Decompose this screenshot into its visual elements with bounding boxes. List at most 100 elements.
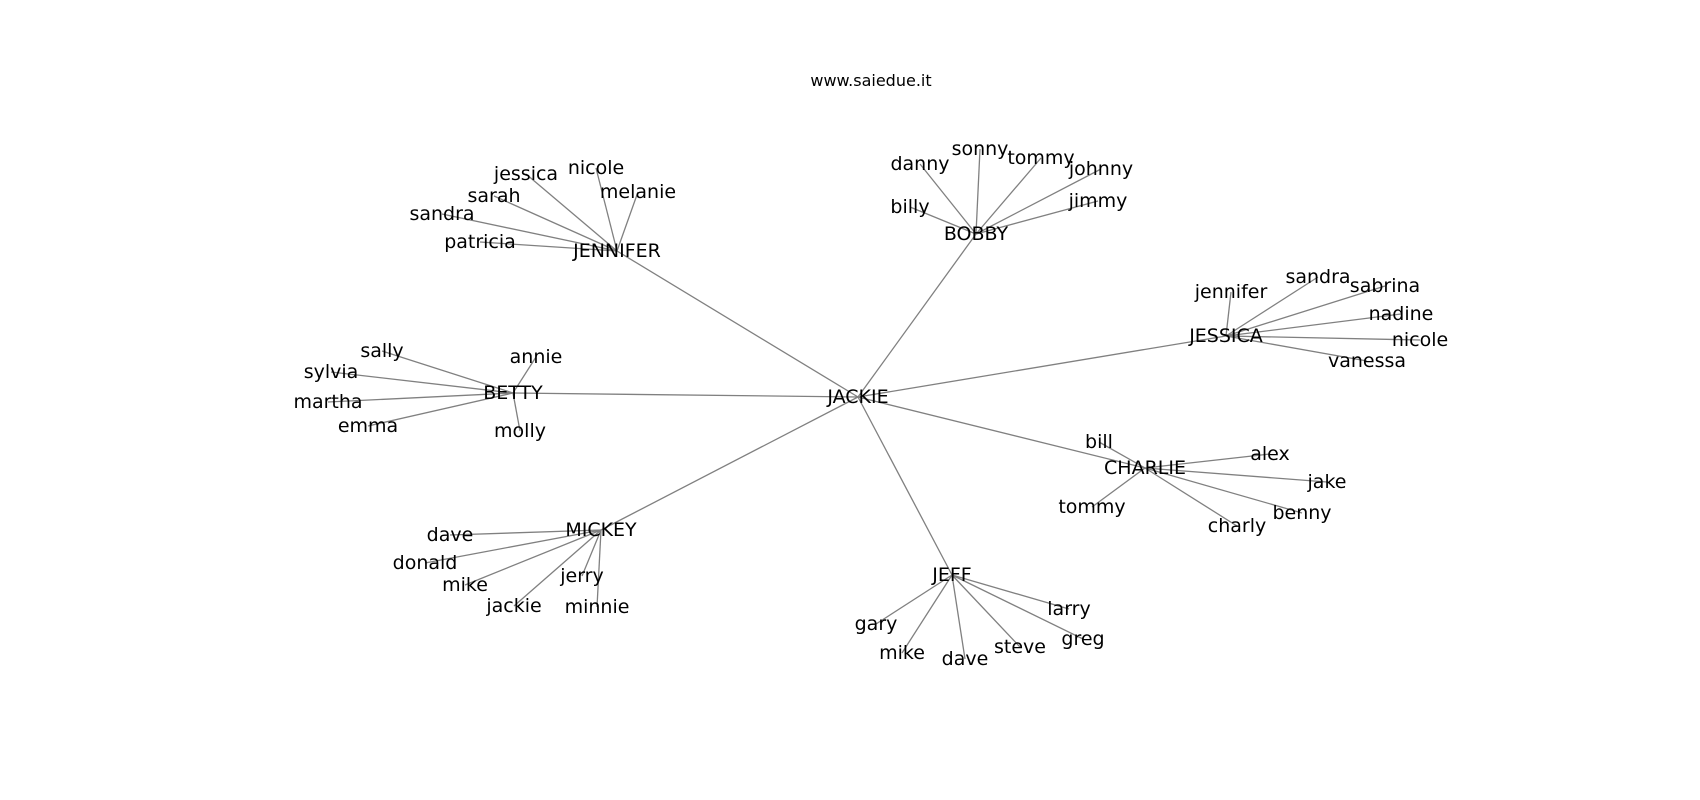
- edge-jessica-nicole: [1225, 335, 1421, 341]
- leaf-node-jennifer-jessica: jessica: [493, 163, 558, 185]
- leaf-node-jennifer-sarah: sarah: [467, 185, 520, 207]
- leaf-node-charlie-jake: jake: [1307, 471, 1347, 493]
- leaf-node-betty-sylvia: sylvia: [304, 361, 359, 383]
- leaf-node-mickey-jackie: jackie: [485, 595, 541, 617]
- edge-betty-emma: [367, 392, 514, 427]
- edge-root-betty: [512, 392, 859, 398]
- edge-jessica-vanessa: [1225, 335, 1368, 362]
- edge-root-mickey: [600, 396, 859, 531]
- group-node-jennifer: JENNIFER: [572, 240, 661, 262]
- edge-betty-molly: [512, 392, 521, 432]
- edge-jessica-nadine: [1225, 313, 1402, 337]
- page-title: www.saiedue.it: [810, 71, 932, 90]
- leaf-node-jessica-nicole: nicole: [1392, 329, 1448, 351]
- edge-root-jeff: [857, 396, 953, 576]
- edge-jessica-sabrina: [1225, 285, 1386, 337]
- leaf-node-jeff-steve: steve: [994, 636, 1046, 658]
- edge-jessica-sandra: [1225, 276, 1319, 337]
- leaf-node-mickey-donald: donald: [393, 552, 458, 574]
- leaf-node-betty-molly: molly: [494, 420, 546, 442]
- edge-jeff-dave: [951, 574, 966, 660]
- edge-root-bobby: [857, 233, 977, 398]
- leaf-node-bobby-sonny: sonny: [952, 138, 1009, 160]
- edge-bobby-johnny: [975, 168, 1102, 235]
- edge-charlie-alex: [1144, 453, 1271, 469]
- leaf-node-charlie-benny: benny: [1272, 502, 1331, 524]
- edge-jennifer-nicole: [595, 167, 618, 252]
- edge-jeff-gary: [875, 574, 953, 625]
- edge-jeff-mike: [901, 574, 953, 654]
- leaf-node-charlie-tommy: tommy: [1058, 496, 1125, 518]
- leaf-node-jeff-dave: dave: [942, 648, 989, 670]
- group-node-charlie: CHARLIE: [1104, 457, 1186, 479]
- edge-bobby-sonny: [975, 148, 981, 235]
- edges-layer: [327, 148, 1421, 660]
- leaf-node-betty-emma: emma: [338, 415, 398, 437]
- group-node-bobby: BOBBY: [944, 223, 1009, 245]
- edge-mickey-donald: [424, 529, 602, 564]
- edge-root-jennifer: [616, 250, 859, 398]
- leaf-node-jeff-greg: greg: [1061, 628, 1104, 650]
- edge-root-charlie: [857, 396, 1146, 469]
- leaf-node-charlie-alex: alex: [1250, 443, 1290, 465]
- leaf-node-jessica-nadine: nadine: [1369, 303, 1434, 325]
- edge-mickey-minnie: [596, 529, 602, 608]
- leaf-node-jessica-jennifer: jennifer: [1194, 281, 1268, 303]
- leaf-node-charlie-charly: charly: [1208, 515, 1266, 537]
- leaf-node-mickey-dave: dave: [427, 524, 474, 546]
- leaf-node-jennifer-patricia: patricia: [444, 231, 516, 253]
- edge-bobby-billy: [909, 206, 977, 235]
- edge-jeff-steve: [951, 574, 1021, 648]
- edge-mickey-mike: [464, 529, 602, 586]
- edge-charlie-benny: [1144, 467, 1303, 514]
- leaf-node-bobby-danny: danny: [890, 153, 949, 175]
- leaf-node-jeff-gary: gary: [855, 613, 898, 635]
- edge-root-jessica: [857, 335, 1227, 398]
- edge-betty-sally: [381, 350, 514, 394]
- edge-betty-annie: [512, 356, 537, 394]
- edge-jeff-greg: [951, 574, 1084, 640]
- edge-betty-martha: [327, 392, 514, 403]
- edge-charlie-charly: [1144, 467, 1238, 527]
- leaf-node-jessica-sandra: sandra: [1285, 266, 1350, 288]
- leaf-node-bobby-billy: billy: [890, 196, 929, 218]
- leaf-node-jennifer-nicole: nicole: [568, 157, 624, 179]
- edge-jennifer-jessica: [525, 173, 618, 252]
- edge-mickey-dave: [449, 529, 602, 536]
- group-node-jessica: JESSICA: [1188, 325, 1263, 347]
- leaf-node-bobby-johnny: johnny: [1068, 158, 1133, 180]
- edge-mickey-jerry: [581, 529, 602, 577]
- edge-charlie-tommy: [1091, 467, 1146, 508]
- edge-jennifer-sandra: [441, 213, 618, 252]
- edge-jennifer-sarah: [493, 195, 618, 252]
- group-node-jeff: JEFF: [931, 564, 971, 586]
- edge-betty-sylvia: [330, 371, 514, 394]
- leaf-node-jennifer-melanie: melanie: [600, 181, 676, 203]
- leaf-node-charlie-bill: bill: [1085, 431, 1113, 453]
- leaf-node-jessica-sabrina: sabrina: [1350, 275, 1420, 297]
- leaf-node-mickey-jerry: jerry: [559, 565, 604, 587]
- leaf-node-betty-annie: annie: [510, 346, 563, 368]
- edge-charlie-bill: [1098, 441, 1146, 469]
- edge-bobby-jimmy: [975, 200, 1099, 235]
- leaf-node-jennifer-sandra: sandra: [409, 203, 474, 225]
- edge-jeff-larry: [951, 574, 1070, 610]
- leaf-node-betty-sally: sally: [360, 340, 403, 362]
- edge-jennifer-patricia: [479, 241, 618, 252]
- leaf-node-jessica-vanessa: vanessa: [1328, 350, 1406, 372]
- edge-bobby-tommy: [975, 157, 1042, 235]
- leaf-node-mickey-minnie: minnie: [565, 596, 630, 618]
- root-node: JACKIE: [826, 386, 888, 408]
- leaf-node-bobby-jimmy: jimmy: [1068, 190, 1128, 212]
- edge-charlie-jake: [1144, 467, 1328, 483]
- leaf-node-jeff-mike: mike: [879, 642, 925, 664]
- edge-mickey-jackie: [513, 529, 602, 607]
- edge-jessica-jennifer: [1225, 291, 1232, 337]
- group-node-mickey: MICKEY: [565, 519, 637, 541]
- leaf-node-betty-martha: martha: [293, 391, 362, 413]
- edge-jennifer-melanie: [616, 191, 639, 252]
- leaf-node-bobby-tommy: tommy: [1007, 147, 1074, 169]
- group-node-betty: BETTY: [483, 382, 543, 404]
